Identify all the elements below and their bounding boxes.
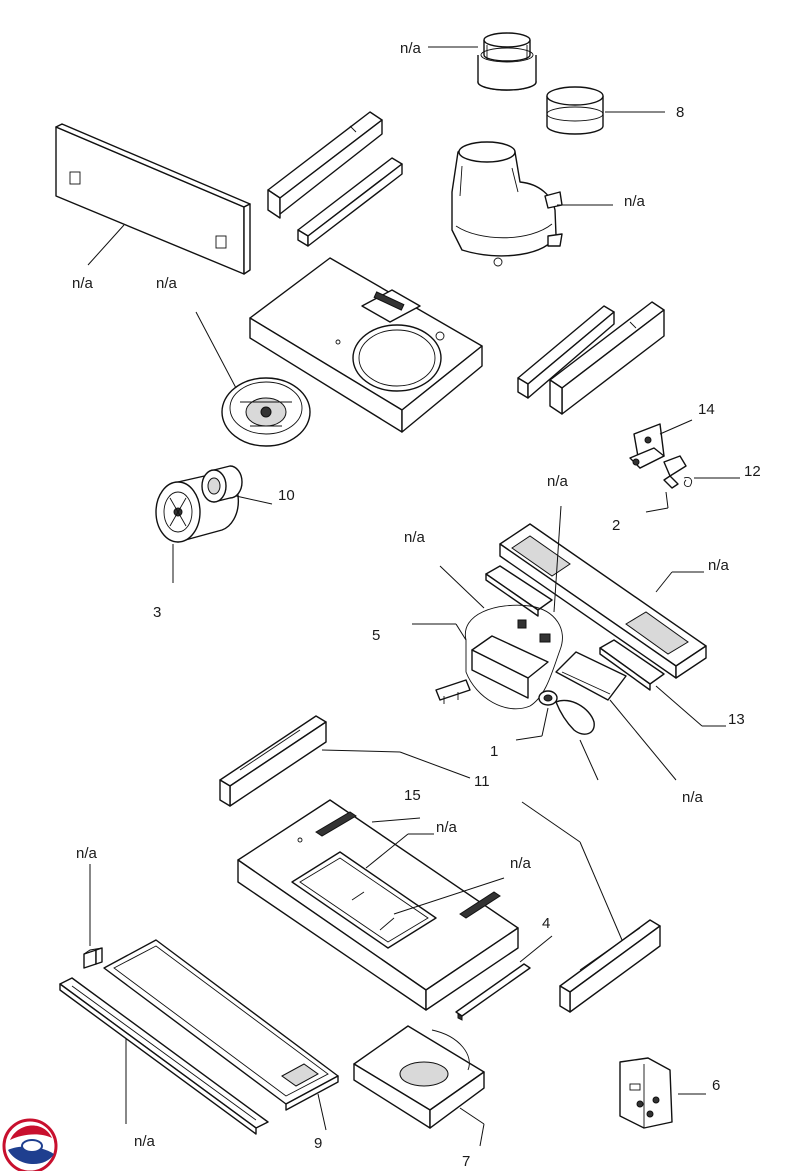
label-part-11: 11 xyxy=(474,773,490,790)
front-rail-right xyxy=(559,919,661,1013)
label-part-9: 9 xyxy=(314,1135,322,1152)
label-na-lamp-cover: n/a xyxy=(682,789,704,806)
lower-body xyxy=(237,799,519,1011)
side-rail-right xyxy=(549,301,665,415)
spring-clip xyxy=(683,477,693,487)
lamp-frame-rail xyxy=(499,523,707,679)
lamp-tray-right xyxy=(599,639,665,691)
label-part-13: 13 xyxy=(728,711,745,728)
label-na-front-trim: n/a xyxy=(134,1133,156,1150)
blower-housing xyxy=(451,141,563,267)
switch-bracket xyxy=(629,423,665,469)
side-rail-left xyxy=(517,305,615,399)
motor-plate xyxy=(221,377,311,447)
label-part-3: 3 xyxy=(153,604,161,621)
label-na-frame-rail: n/a xyxy=(708,557,730,574)
front-rail-left xyxy=(219,715,327,807)
label-na-body-top: n/a xyxy=(436,819,458,836)
label-na-harness: n/a xyxy=(404,529,426,546)
hardware-bag xyxy=(619,1057,673,1129)
switch-knob xyxy=(663,455,687,489)
label-part-12: 12 xyxy=(744,463,761,480)
label-na-clip: n/a xyxy=(76,845,98,862)
main-chassis xyxy=(249,257,483,433)
label-na-top-collar: n/a xyxy=(400,40,422,57)
label-part-6: 6 xyxy=(712,1077,720,1094)
label-na-blower-housing: n/a xyxy=(624,193,646,210)
label-part-10: 10 xyxy=(278,487,295,504)
duct-adapter-box xyxy=(353,1025,485,1129)
label-part-7: 7 xyxy=(462,1153,470,1170)
label-na-lamp-socket: n/a xyxy=(547,473,569,490)
lamp-bulb xyxy=(555,699,595,735)
small-clip xyxy=(83,947,103,969)
lamp-lens-cover xyxy=(555,651,627,701)
collar-ring xyxy=(546,86,604,135)
upper-bracket-left xyxy=(267,111,383,219)
label-part-4: 4 xyxy=(542,915,550,932)
label-part-14: 14 xyxy=(698,401,715,418)
label-part-2: 2 xyxy=(612,517,620,534)
upper-bracket-right xyxy=(297,157,403,247)
slide-rail xyxy=(455,963,531,1021)
label-na-back-panel: n/a xyxy=(72,275,94,292)
duct-collar-top xyxy=(477,32,537,91)
brand-logo xyxy=(2,1118,58,1171)
blower-motor xyxy=(201,465,243,503)
label-na-motor-plate: n/a xyxy=(156,275,178,292)
blower-wheel xyxy=(155,471,240,543)
label-na-glass: n/a xyxy=(510,855,532,872)
label-part-8: 8 xyxy=(676,104,684,121)
back-panel xyxy=(55,123,251,275)
label-part-15: 15 xyxy=(404,787,421,804)
grease-filter xyxy=(103,939,339,1111)
lamp-socket xyxy=(538,690,558,706)
label-part-1: 1 xyxy=(490,743,498,760)
label-part-5: 5 xyxy=(372,627,380,644)
front-trim xyxy=(59,977,269,1135)
terminal-harness xyxy=(435,604,563,710)
